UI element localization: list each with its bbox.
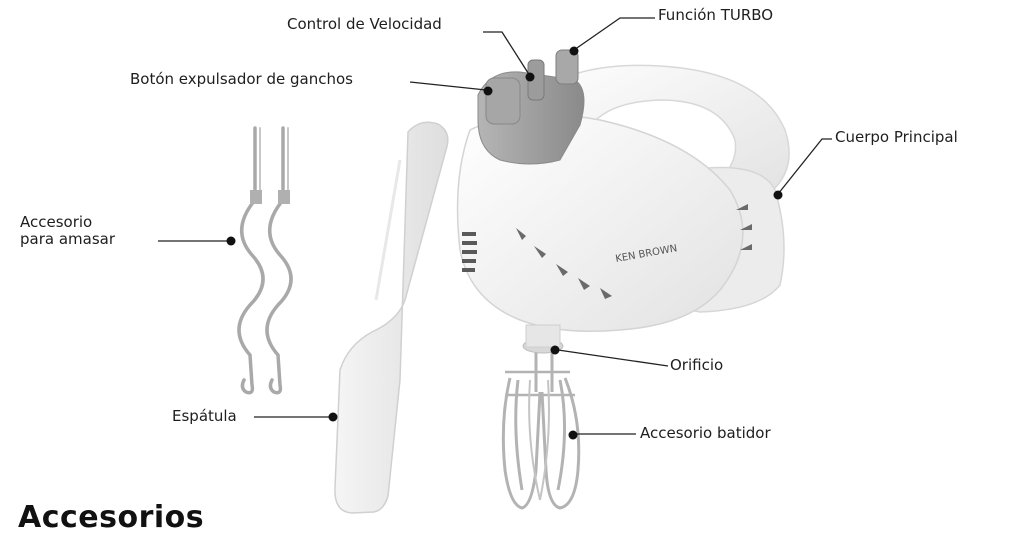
- label-turbo: Función TURBO: [658, 6, 773, 24]
- section-heading: Accesorios: [18, 500, 204, 535]
- label-main-body: Cuerpo Principal: [835, 128, 958, 146]
- label-beater: Accesorio batidor: [640, 424, 771, 442]
- spatula-illustration: [335, 122, 448, 513]
- label-orifice: Orificio: [670, 356, 723, 374]
- mixer-body-illustration: [458, 50, 790, 353]
- label-spatula: Espátula: [172, 407, 237, 425]
- label-dough-hook-line1: Accesorio: [20, 213, 92, 231]
- beater-illustration: [503, 345, 578, 508]
- label-eject-button: Botón expulsador de ganchos: [130, 70, 353, 88]
- label-speed-control: Control de Velocidad: [287, 15, 442, 33]
- dough-hook-illustration: [239, 128, 291, 393]
- label-dough-hook-line2: para amasar: [20, 230, 115, 248]
